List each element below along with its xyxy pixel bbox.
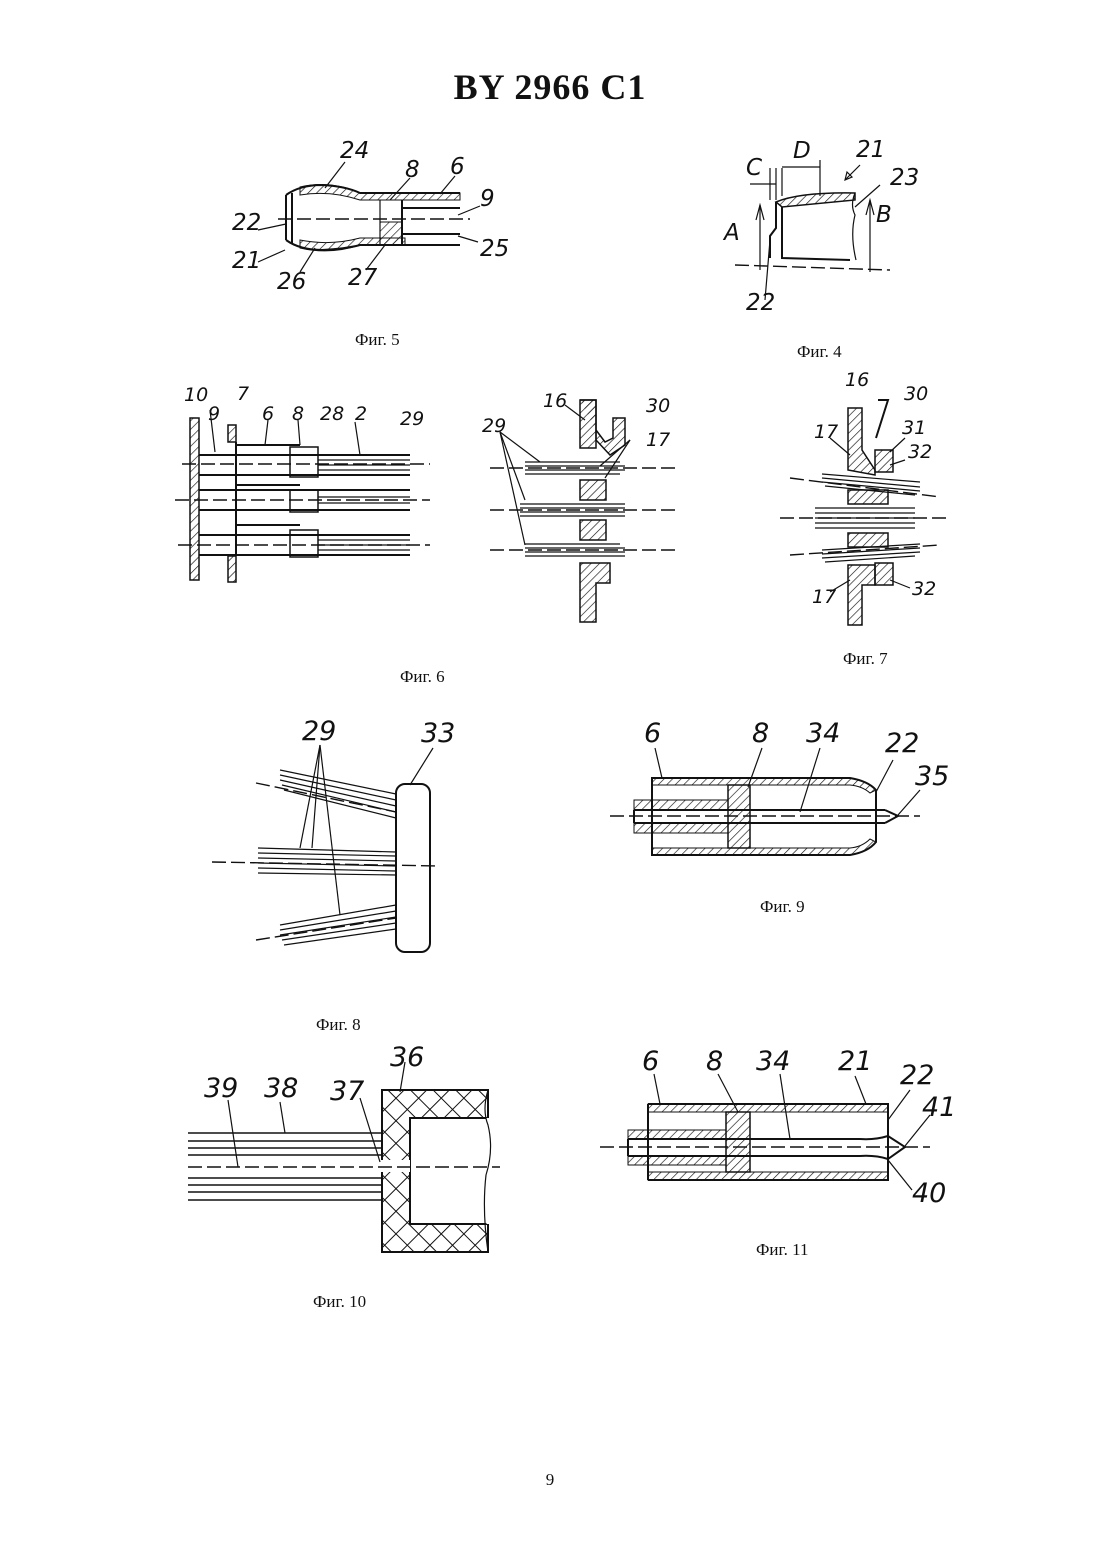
fig4-label: 22 (746, 290, 775, 316)
figure-caption: Фиг. 11 (756, 1240, 808, 1260)
figure-6-left: 10 7 9 6 8 28 2 29 (175, 383, 430, 582)
fig9-label: 8 (752, 718, 769, 749)
fig6a-label: 9 (208, 403, 220, 425)
fig5-label: 6 (450, 154, 465, 180)
fig9-label: 22 (885, 728, 919, 759)
figure-caption: Фиг. 5 (355, 330, 400, 350)
fig7-label: 16 (845, 369, 869, 391)
fig6b-label: 30 (646, 395, 670, 417)
fig4-label: A (722, 220, 740, 246)
figure-caption: Фиг. 4 (797, 342, 842, 362)
figure-5: 24 8 6 9 22 21 26 27 25 (232, 138, 509, 295)
figure-7: 16 30 17 31 32 17 32 (780, 369, 950, 625)
fig11-label: 40 (912, 1178, 946, 1209)
figure-6-right: 16 30 29 17 (482, 390, 680, 622)
fig6a-label: 6 (262, 403, 274, 425)
figure-10: 36 39 38 37 (188, 1042, 500, 1252)
fig7-label: 32 (908, 441, 932, 463)
fig11-label: 21 (838, 1046, 872, 1077)
figure-caption: Фиг. 10 (313, 1292, 366, 1312)
fig6a-label: 28 (320, 403, 344, 425)
fig6b-label: 16 (543, 390, 567, 412)
fig9-label: 6 (644, 718, 661, 749)
fig4-label: B (876, 202, 892, 228)
fig5-label: 25 (480, 236, 509, 262)
fig11-label: 8 (706, 1046, 723, 1077)
fig4-label: 23 (890, 165, 919, 191)
fig11-label: 22 (900, 1060, 934, 1091)
figure-4: D 21 C 23 A B 22 (722, 137, 919, 316)
fig6a-label: 7 (237, 383, 249, 405)
fig5-label: 9 (480, 186, 495, 212)
fig10-label: 39 (204, 1073, 238, 1104)
fig6b-label: 29 (482, 415, 506, 437)
fig7-label: 17 (812, 586, 836, 608)
figure-caption: Фиг. 9 (760, 897, 805, 917)
fig7-label: 30 (904, 383, 928, 405)
fig7-label: 32 (912, 578, 936, 600)
fig9-label: 34 (806, 718, 840, 749)
fig10-label: 37 (330, 1076, 364, 1107)
fig10-label: 36 (390, 1042, 424, 1073)
fig4-label: 21 (856, 137, 885, 163)
fig5-label: 8 (405, 157, 420, 183)
figure-caption: Фиг. 7 (843, 649, 888, 669)
fig6a-label: 29 (400, 408, 424, 430)
fig6b-label: 17 (646, 429, 670, 451)
fig5-label: 21 (232, 248, 261, 274)
figure-8: 29 33 (212, 716, 455, 952)
fig6a-label: 8 (292, 403, 304, 425)
fig5-label: 27 (348, 265, 378, 291)
fig10-label: 38 (264, 1073, 298, 1104)
figure-9: 6 8 34 22 35 (610, 718, 949, 855)
fig6a-label: 2 (355, 403, 367, 425)
fig7-label: 31 (902, 417, 926, 439)
fig11-label: 6 (642, 1046, 659, 1077)
figure-11: 6 8 34 21 22 41 40 (600, 1046, 956, 1209)
fig5-label: 22 (232, 210, 261, 236)
fig7-label: 17 (814, 421, 838, 443)
fig9-label: 35 (915, 761, 949, 792)
fig6a-label: 10 (184, 384, 208, 406)
fig11-label: 34 (756, 1046, 790, 1077)
figure-caption: Фиг. 8 (316, 1015, 361, 1035)
page-number: 9 (0, 1470, 1100, 1490)
fig8-label: 29 (302, 716, 336, 747)
fig4-label: C (746, 155, 762, 181)
fig5-label: 26 (277, 269, 306, 295)
fig11-label: 41 (922, 1092, 956, 1123)
fig4-label: D (793, 138, 811, 164)
fig8-label: 33 (421, 718, 455, 749)
fig5-label: 24 (340, 138, 369, 164)
figure-caption: Фиг. 6 (400, 667, 445, 687)
